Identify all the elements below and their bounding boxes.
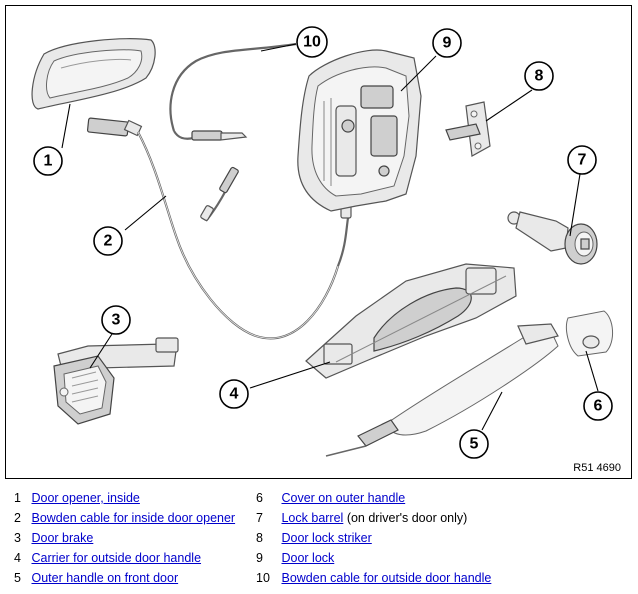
- svg-text:1: 1: [44, 153, 53, 170]
- callout-2: 2: [93, 226, 123, 256]
- legend-note: (on driver's door only): [346, 511, 468, 525]
- legend-item-2: 2 Bowden cable for inside door opener: [14, 508, 235, 528]
- carrier-outside-handle-part: [305, 263, 517, 379]
- lock-barrel-part: [507, 211, 598, 265]
- legend-number: 4: [14, 551, 21, 565]
- legend-link-handle-cover[interactable]: Cover on outer handle: [281, 491, 406, 505]
- legend-number: 9: [256, 551, 263, 565]
- svg-text:4: 4: [230, 386, 239, 403]
- svg-text:6: 6: [594, 398, 603, 415]
- legend-item-4: 4 Carrier for outside door handle: [14, 548, 201, 568]
- legend-link-bowden-cable-outside[interactable]: Bowden cable for outside door handle: [281, 571, 492, 585]
- svg-text:10: 10: [303, 34, 321, 51]
- figure-reference-code: R51 4690: [573, 462, 621, 474]
- legend-link-door-lock-striker[interactable]: Door lock striker: [281, 531, 372, 545]
- parts-legend: 1 Door opener, inside 2 Bowden cable for…: [14, 488, 634, 588]
- callout-3: 3: [101, 305, 131, 335]
- parts-diagram: 1 2 3 4 5 6 7 8 9 10 R51 4690: [5, 5, 632, 479]
- callout-9: 9: [432, 28, 462, 58]
- legend-link-door-lock[interactable]: Door lock: [281, 551, 335, 565]
- svg-text:3: 3: [112, 312, 121, 329]
- legend-link-bowden-cable-inside[interactable]: Bowden cable for inside door opener: [31, 511, 236, 525]
- legend-item-7: 7 Lock barrel (on driver's door only): [256, 508, 467, 528]
- legend-number: 3: [14, 531, 21, 545]
- legend-number: 5: [14, 571, 21, 585]
- callout-10: 10: [296, 26, 328, 58]
- legend-number: 2: [14, 511, 21, 525]
- svg-text:9: 9: [443, 35, 452, 52]
- callout-7: 7: [567, 145, 597, 175]
- svg-text:7: 7: [578, 152, 587, 169]
- svg-text:5: 5: [470, 436, 479, 453]
- handle-cover-part: [565, 310, 613, 357]
- svg-text:8: 8: [535, 68, 544, 85]
- legend-link-door-brake[interactable]: Door brake: [31, 531, 94, 545]
- exploded-view-drawing: 1 2 3 4 5 6 7 8 9 10: [31, 26, 613, 459]
- callout-8: 8: [524, 61, 554, 91]
- leader-lines: [61, 43, 599, 431]
- legend-number: 8: [256, 531, 263, 545]
- legend-item-5: 5 Outer handle on front door: [14, 568, 178, 588]
- callout-5: 5: [459, 429, 489, 459]
- legend-number: 7: [256, 511, 263, 525]
- legend-item-8: 8 Door lock striker: [256, 528, 372, 548]
- bowden-cable-inside-part: [86, 117, 352, 340]
- door-lock-part: [297, 49, 422, 212]
- callout-4: 4: [219, 379, 249, 409]
- callout-1: 1: [33, 146, 63, 176]
- legend-link-outer-handle[interactable]: Outer handle on front door: [31, 571, 179, 585]
- svg-text:2: 2: [104, 233, 113, 250]
- legend-link-carrier-outside-handle[interactable]: Carrier for outside door handle: [31, 551, 202, 565]
- callout-6: 6: [583, 391, 613, 421]
- legend-item-3: 3 Door brake: [14, 528, 93, 548]
- door-brake-part: [53, 337, 179, 425]
- legend-item-6: 6 Cover on outer handle: [256, 488, 405, 508]
- legend-number: 10: [256, 571, 270, 585]
- legend-number: 1: [14, 491, 21, 505]
- bowden-cable-outside-part: [169, 42, 297, 222]
- legend-link-door-opener-inside[interactable]: Door opener, inside: [31, 491, 140, 505]
- legend-number: 6: [256, 491, 263, 505]
- legend-item-1: 1 Door opener, inside: [14, 488, 140, 508]
- legend-link-lock-barrel[interactable]: Lock barrel: [281, 511, 344, 525]
- legend-item-10: 10 Bowden cable for outside door handle: [256, 568, 491, 588]
- outer-handle-part: [325, 323, 559, 457]
- door-opener-inside-part: [31, 38, 156, 110]
- door-lock-striker-part: [445, 101, 491, 157]
- legend-item-9: 9 Door lock: [256, 548, 334, 568]
